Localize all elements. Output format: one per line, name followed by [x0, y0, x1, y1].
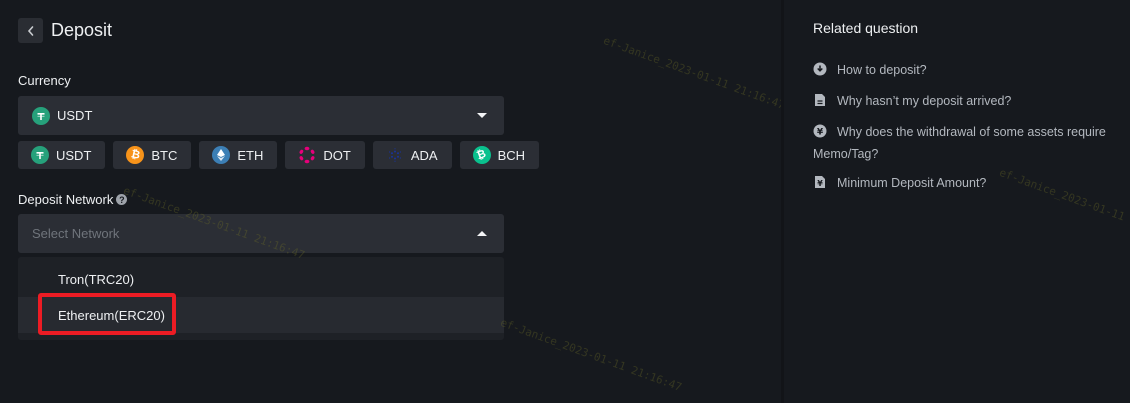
svg-text:¥: ¥: [817, 179, 823, 188]
back-button[interactable]: [18, 18, 43, 43]
coin-chip-usdt[interactable]: USDT: [18, 141, 106, 169]
related-item-label: Minimum Deposit Amount?: [837, 176, 987, 190]
coin-chip-ada[interactable]: ADA: [372, 141, 452, 169]
chevron-left-icon: [27, 25, 33, 36]
panel-divider: [781, 0, 784, 403]
question-circle-icon[interactable]: ?: [116, 194, 128, 205]
related-item-how-to-deposit[interactable]: How to deposit?: [813, 59, 1118, 81]
currency-select[interactable]: USDT: [18, 96, 504, 135]
related-item-deposit-not-arrived[interactable]: Why hasn’t my deposit arrived?: [813, 90, 1118, 112]
network-dropdown: Tron(TRC20) Ethereum(ERC20): [18, 257, 504, 340]
caret-down-icon: [477, 113, 487, 118]
coin-chip-dot[interactable]: DOT: [285, 141, 365, 169]
coin-chip-label: USDT: [56, 147, 92, 163]
coin-chip-bch[interactable]: ₿ BCH: [459, 141, 540, 169]
page-header: Deposit: [18, 18, 112, 43]
network-option-ethereum[interactable]: Ethereum(ERC20): [18, 297, 504, 333]
coin-chip-label: BTC: [151, 147, 178, 163]
watermark: ef-Janice_2023-01-11 21:16:47: [601, 34, 787, 112]
tether-icon: [32, 106, 50, 125]
svg-text:¥: ¥: [817, 128, 824, 138]
ethereum-icon: [212, 146, 231, 164]
page-title: Deposit: [51, 20, 113, 40]
related-item-label: Why does the withdrawal of some assets r…: [813, 125, 1106, 161]
related-questions-panel: Related question How to deposit? Why has…: [784, 0, 1130, 403]
related-item-label: How to deposit?: [837, 63, 927, 77]
related-title: Related question: [813, 20, 919, 36]
tether-icon: [31, 146, 49, 164]
network-label: Deposit Network ?: [18, 192, 128, 207]
network-option-tron[interactable]: Tron(TRC20): [58, 271, 135, 287]
caret-up-icon: [477, 231, 487, 236]
coin-chip-eth[interactable]: ETH: [199, 141, 278, 169]
coin-chip-label: ADA: [410, 147, 438, 163]
polkadot-icon: [298, 146, 316, 164]
yen-document-icon: ¥: [815, 176, 825, 188]
coin-chip-label: DOT: [323, 147, 351, 163]
watermark: ef-Janice_2023-01-11 21:16:47: [498, 316, 684, 394]
coin-chip-label: BCH: [497, 147, 526, 163]
related-item-label: Why hasn’t my deposit arrived?: [837, 94, 1012, 108]
network-label-text: Deposit Network: [18, 192, 114, 207]
coin-chip-btc[interactable]: ₿ BTC: [113, 141, 192, 169]
document-icon: [815, 94, 825, 106]
currency-label: Currency: [18, 73, 71, 88]
bitcoin-cash-icon: ₿: [472, 146, 491, 164]
related-item-memo-tag[interactable]: ¥ Why does the withdrawal of some assets…: [813, 121, 1118, 165]
quick-coin-list: USDT ₿ BTC ETH: [18, 141, 540, 169]
coin-chip-label: ETH: [237, 147, 264, 163]
bitcoin-icon: ₿: [126, 146, 145, 164]
deposit-panel: Deposit Currency USDT USDT ₿ BTC ETH: [18, 18, 787, 394]
download-circle-icon: [813, 62, 827, 76]
related-item-minimum-deposit[interactable]: ¥ Minimum Deposit Amount?: [813, 172, 1118, 194]
network-select[interactable]: Select Network: [18, 214, 504, 253]
currency-selected-value: USDT: [57, 108, 93, 123]
network-placeholder: Select Network: [32, 226, 120, 241]
yen-circle-icon: ¥: [813, 124, 827, 138]
cardano-icon: [386, 146, 404, 164]
